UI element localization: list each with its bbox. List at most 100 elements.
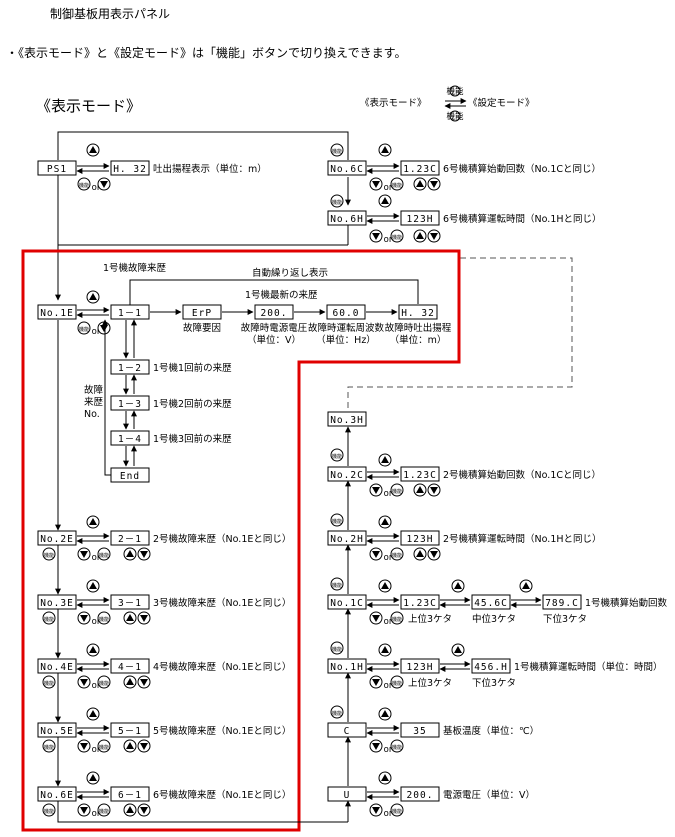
down-button-2e[interactable] [77,547,91,561]
svg-text:機能: 機能 [332,646,342,653]
up-button-u[interactable] [378,771,392,785]
down-button-3e[interactable] [77,611,91,625]
func-button-1c[interactable]: 機能 [330,577,344,591]
svg-text:or: or [92,809,101,819]
up-button-1h-2[interactable] [451,643,465,657]
func-button-3e-b[interactable]: 機能 [97,611,111,625]
func-button-c[interactable]: 機能 [330,705,344,719]
up-button-2c-b[interactable] [413,483,427,497]
func-button-3e[interactable]: 機能 [42,611,56,625]
svg-text:200.: 200. [261,308,288,319]
svg-text:No.2E: No.2E [40,534,74,545]
func-button-1c-b[interactable]: 機能 [390,611,404,625]
down-button-2e-b[interactable] [137,547,151,561]
down-button-u[interactable] [369,803,383,817]
func-button-4e-b[interactable]: 機能 [97,675,111,689]
func-button-u-b[interactable]: 機能 [390,803,404,817]
func-button-2h[interactable]: 機能 [330,513,344,527]
func-button-5e[interactable]: 機能 [42,739,56,753]
down-button-5e[interactable] [77,739,91,753]
up-button-2e-b[interactable] [123,547,137,561]
up-button-ps1[interactable] [86,143,100,157]
up-button-5e[interactable] [86,707,100,721]
down-button-4e[interactable] [77,675,91,689]
func-button-1h-b[interactable]: 機能 [390,675,404,689]
up-button-1e[interactable] [86,290,100,304]
no6c-row: 機能 No.6C 1.23C 6号機積算始動回数（No.1Cと同じ） or 機能 [327,143,601,193]
func-button-1h[interactable]: 機能 [330,641,344,655]
svg-text:6号機積算始動回数（No.1Cと同じ）: 6号機積算始動回数（No.1Cと同じ） [443,163,601,175]
up-button-c[interactable] [378,707,392,721]
func-button-6e[interactable]: 機能 [42,803,56,817]
up-button-6e-b[interactable] [123,803,137,817]
func-button-6c-b[interactable]: 機能 [390,177,404,191]
down-button-1c[interactable] [369,611,383,625]
up-button-2h-b[interactable] [413,547,427,561]
func-button-1e[interactable]: 機能 [77,321,91,335]
svg-text:2－1: 2－1 [118,534,142,545]
svg-text:機能: 機能 [392,182,402,189]
svg-text:（単位：Hz）: （単位：Hz） [316,334,376,346]
fault-row-5: No.5E 5－1 5号機故障来歴（No.1Eと同じ） 機能 or 機能 [37,707,291,755]
up-button-6c[interactable] [378,143,392,157]
svg-text:機能: 機能 [79,326,89,333]
down-button-c[interactable] [369,739,383,753]
func-button-2e-b[interactable]: 機能 [97,547,111,561]
func-button-6h[interactable]: 機能 [330,194,344,208]
up-button-1c-3[interactable] [519,579,533,593]
ps1-display [37,160,77,176]
up-button-2h[interactable] [378,515,392,529]
up-button-3e[interactable] [86,579,100,593]
down-button-2c-b[interactable] [427,483,441,497]
up-button-6h-b[interactable] [413,229,427,243]
down-button-5e-b[interactable] [137,739,151,753]
up-button-1c[interactable] [378,579,392,593]
down-button-4e-b[interactable] [137,675,151,689]
down-button-1e[interactable] [97,321,111,335]
down-button-6e[interactable] [77,803,91,817]
up-button-1c-2[interactable] [451,579,465,593]
svg-text:機能: 機能 [392,808,402,815]
down-button-2h-b[interactable] [427,547,441,561]
func-button-ps1[interactable]: 機能 [77,177,91,191]
svg-text:No.4E: No.4E [40,662,74,673]
svg-text:機能: 機能 [332,518,342,525]
svg-text:機能: 機能 [99,552,109,559]
up-button-2e[interactable] [86,515,100,529]
down-button-6c[interactable] [369,177,383,191]
func-button-6c[interactable]: 機能 [330,143,344,157]
svg-text:1号機3回前の来歴: 1号機3回前の来歴 [153,433,232,445]
down-button-6c-b[interactable] [427,177,441,191]
down-button-6e-b[interactable] [137,803,151,817]
func-button-c-b[interactable]: 機能 [390,739,404,753]
func-button-2h-b[interactable]: 機能 [390,547,404,561]
up-button-5e-b[interactable] [123,739,137,753]
func-button-2e[interactable]: 機能 [42,547,56,561]
setting-mode-label: 《設定モード》 [468,97,535,109]
up-button-1h[interactable] [378,643,392,657]
down-button-2h[interactable] [369,547,383,561]
down-button-2c[interactable] [369,483,383,497]
func-button-4e[interactable]: 機能 [42,675,56,689]
func-button-2c[interactable]: 機能 [330,448,344,462]
down-button-ps1[interactable] [97,177,111,191]
func-button-2c-b[interactable]: 機能 [390,483,404,497]
up-button-6e[interactable] [86,771,100,785]
down-button-6h[interactable] [369,229,383,243]
up-button-4e[interactable] [86,643,100,657]
down-button-6h-b[interactable] [427,229,441,243]
func-button-5e-b[interactable]: 機能 [97,739,111,753]
u-row: U 200. 電源電圧（単位：V） or 機能 [327,771,535,819]
mode-switch-note: ・《表示モード》と《設定モード》は「機能」ボタンで切り換えできます。 [6,46,407,60]
up-button-4e-b[interactable] [123,675,137,689]
up-button-6c-b[interactable] [413,177,427,191]
svg-text:機能: 機能 [99,808,109,815]
func-button-6h-b[interactable]: 機能 [390,229,404,243]
up-button-2c[interactable] [378,453,392,467]
down-button-3e-b[interactable] [137,611,151,625]
svg-text:H. 32: H. 32 [401,308,435,319]
func-button-6e-b[interactable]: 機能 [97,803,111,817]
down-button-1h[interactable] [369,675,383,689]
up-button-3e-b[interactable] [123,611,137,625]
up-button-6h[interactable] [378,194,392,208]
